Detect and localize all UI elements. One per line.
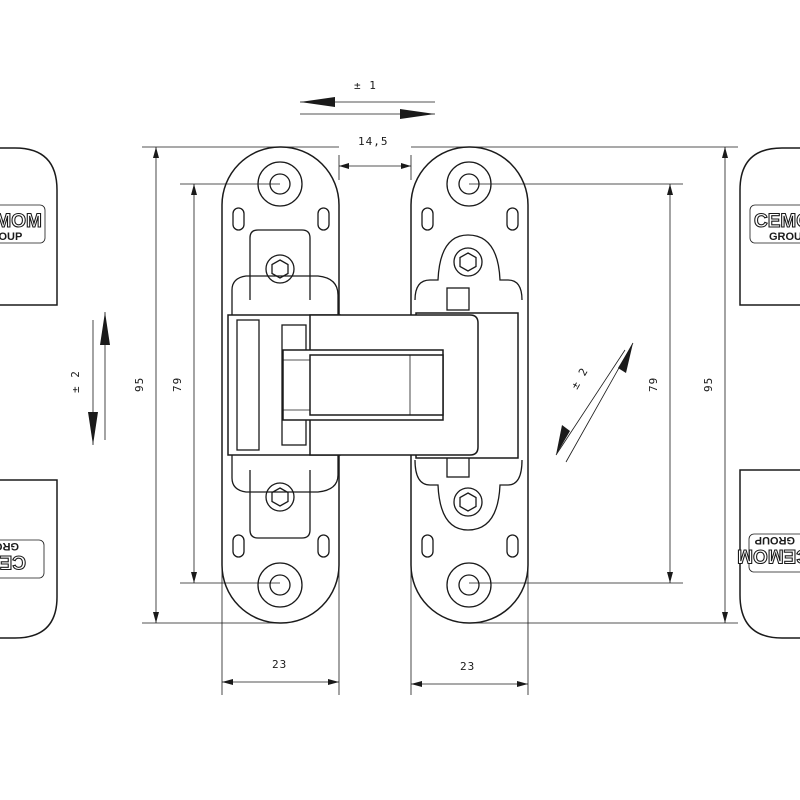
- dim-overall-height-right-label: 95: [702, 377, 715, 392]
- dim-horizontal-adjust: ± 1: [300, 79, 435, 119]
- dim-overall-height-left-label: 95: [133, 377, 146, 392]
- dim-body-width-left-label: 23: [272, 658, 287, 671]
- screw-top-left: [265, 254, 295, 284]
- dim-screw-spacing-left: 79: [171, 184, 197, 583]
- dim-body-width-right-label: 23: [460, 660, 475, 673]
- dim-vertical-adjust-label: ± 2: [69, 370, 82, 393]
- screw-bottom-left: [265, 482, 295, 512]
- screw-top-right: [453, 247, 483, 277]
- screw-bottom-right: [453, 487, 483, 517]
- logo-text-bottom-left: CEMOM: [0, 551, 26, 572]
- dim-overall-height-left: 95: [133, 147, 159, 623]
- cover-cap-top-left: CEMOM GROUP: [0, 147, 58, 306]
- mounting-hole-bottom-left: [257, 562, 303, 608]
- dim-horizontal-adjust-label: ± 1: [354, 79, 377, 92]
- logo-sub-top-right: GROUP: [769, 231, 800, 243]
- hinge-arm: [282, 314, 479, 456]
- dim-gap-width: 14,5: [338, 135, 412, 180]
- dim-body-width-right: 23: [410, 470, 529, 695]
- cover-cap-bottom-right: CEMOM GROUP: [737, 469, 800, 639]
- dim-screw-spacing-left-label: 79: [171, 377, 184, 392]
- dim-screw-spacing-right: 79: [647, 184, 673, 583]
- dim-gap-width-label: 14,5: [358, 135, 389, 148]
- dim-vertical-adjust: ± 2: [69, 312, 110, 445]
- cover-cap-bottom-left: CEMOM GROUP: [0, 479, 58, 639]
- mounting-hole-bottom-right: [446, 562, 492, 608]
- dim-overall-height-right: 95: [702, 147, 728, 623]
- logo-sub-bottom-left: GROUP: [0, 540, 19, 552]
- dim-body-width-left: 23: [221, 470, 340, 695]
- dim-depth-adjust: ± 2: [555, 342, 634, 463]
- logo-text-top-right: CEMOM: [754, 211, 800, 232]
- logo-text-top-left: CEMOM: [0, 211, 42, 232]
- logo-text-bottom-right: CEMOM: [737, 545, 800, 566]
- logo-sub-bottom-right: GROUP: [755, 534, 795, 546]
- dim-depth-adjust-label: ± 2: [568, 365, 591, 391]
- cover-cap-top-right: CEMOM GROUP: [739, 147, 800, 306]
- logo-sub-top-left: GROUP: [0, 231, 22, 243]
- dim-screw-spacing-right-label: 79: [647, 377, 660, 392]
